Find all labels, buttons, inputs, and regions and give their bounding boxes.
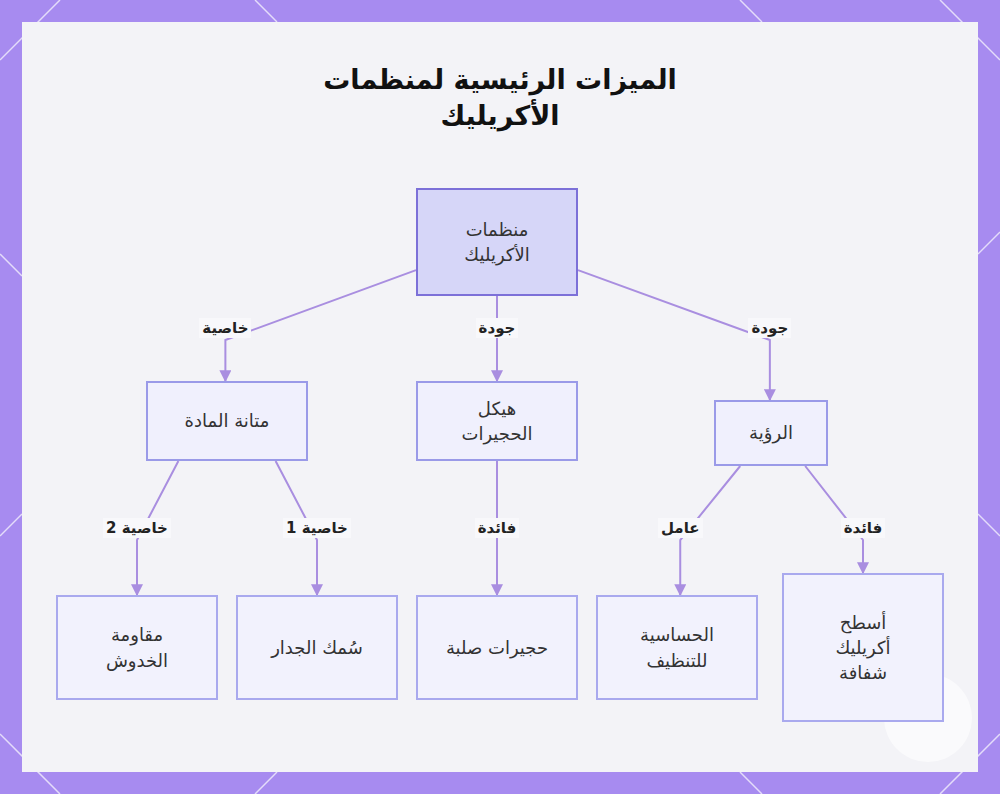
edge-label: فائدة [475, 518, 520, 538]
feature-box: مقاومة الخدوش [56, 595, 218, 700]
feature-box: أسطح أكريليك شفافة [782, 573, 944, 722]
connector [578, 270, 770, 400]
edge-label: خاصية 1 [283, 518, 351, 538]
edge-label: خاصية 2 [103, 518, 171, 538]
edge-label: جودة [748, 318, 791, 338]
diagram-title: الميزات الرئيسية لمنظمات الأكريليك [290, 62, 710, 135]
category-box: هيكل الحجيرات [416, 381, 578, 461]
category-box: الرؤية [714, 400, 828, 466]
root-box: منظمات الأكريليك [416, 188, 578, 296]
category-box: متانة المادة [146, 381, 308, 461]
node-text: هيكل الحجيرات [442, 396, 552, 446]
node-text: الحساسية للتنظيف [617, 622, 737, 672]
edge-label: فائدة [841, 518, 886, 538]
node-text: أسطح أكريليك شفافة [813, 610, 913, 686]
node-text: متانة المادة [185, 408, 270, 433]
feature-box: سُمك الجدار [236, 595, 398, 700]
connector [496, 296, 498, 381]
node-text: منظمات الأكريليك [442, 217, 552, 267]
edge-label: عامل [658, 518, 703, 538]
edge-label: جودة [476, 318, 519, 338]
node-text: مقاومة الخدوش [82, 622, 192, 672]
node-text: سُمك الجدار [271, 635, 363, 660]
edge-label: خاصية [199, 318, 251, 338]
node-text: حجيرات صلبة [446, 635, 548, 660]
connector [225, 270, 416, 381]
feature-box: الحساسية للتنظيف [596, 595, 758, 700]
feature-box: حجيرات صلبة [416, 595, 578, 700]
node-text: الرؤية [749, 420, 793, 445]
